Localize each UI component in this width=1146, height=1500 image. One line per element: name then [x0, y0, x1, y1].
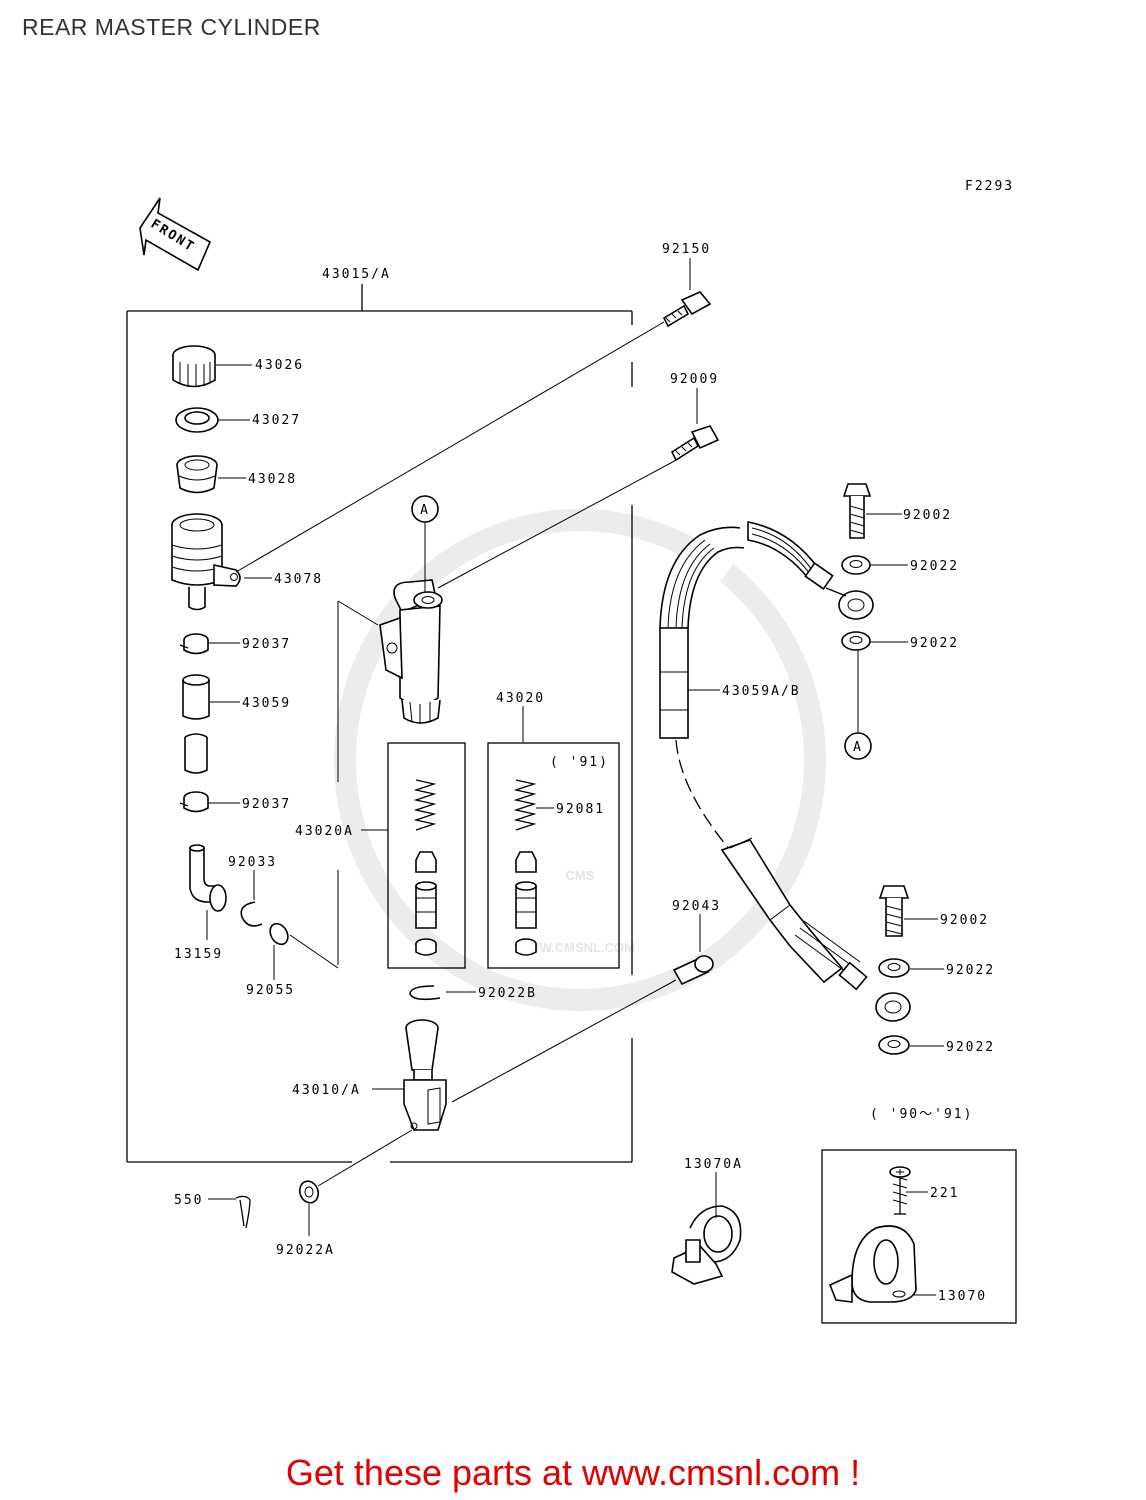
reservoir-cap-icon: [172, 345, 216, 388]
assembly-frame-43015: [126, 284, 633, 1163]
part-label: 92022: [946, 1040, 995, 1055]
svg-text:A: A: [853, 740, 863, 755]
year-note-90-91: ( '90～'91): [870, 1107, 973, 1122]
part-label: 92022A: [276, 1243, 335, 1258]
part-label: 13070A: [684, 1157, 743, 1172]
part-label: 43078: [274, 572, 323, 587]
part-label: 92022B: [478, 986, 537, 1001]
callout-a-hose: A: [844, 732, 872, 760]
circlip-icon: [240, 901, 263, 927]
diaphragm-icon: [176, 455, 218, 494]
hose-clamp-13070A-icon: [671, 1205, 742, 1285]
part-label: 92043: [672, 899, 721, 914]
part-label: 43059A/B: [722, 684, 801, 699]
push-rod-icon: [403, 1019, 447, 1131]
part-label: 92022: [910, 636, 959, 651]
reservoir-hose-icon: [182, 674, 210, 774]
part-label: 92022: [946, 963, 995, 978]
kit-box-13070: [821, 1149, 1017, 1324]
leader-lines: [206, 258, 944, 1296]
washer-bottom-2-icon: [878, 1035, 910, 1055]
snap-ring-icon: [409, 985, 441, 1001]
spring-kit-43020A-icon: [413, 779, 437, 956]
part-label: 92081: [556, 802, 605, 817]
part-label: 43010/A: [292, 1083, 361, 1098]
part-label: 43028: [248, 472, 297, 487]
part-label: 92002: [903, 508, 952, 523]
part-label: 13070: [938, 1289, 987, 1304]
clevis-pin-icon: [672, 955, 714, 986]
spring-kit-43020-icon: [513, 779, 537, 956]
svg-text:A: A: [420, 503, 430, 518]
part-label: 92037: [242, 797, 291, 812]
figure-code: F2293: [965, 179, 1014, 194]
part-label: 43026: [255, 358, 304, 373]
part-labels: 43015/A 92150 43026 92009 43027 43028 92…: [174, 242, 995, 1304]
hose-clamp-top-icon: [179, 633, 209, 655]
part-label: 550: [174, 1193, 203, 1208]
callout-a-cylinder: A: [411, 495, 439, 523]
washer-top-2-icon: [841, 631, 871, 651]
part-label: 43015/A: [322, 267, 391, 282]
page-title: REAR MASTER CYLINDER: [22, 14, 321, 40]
watermark: CMS WWW.CMSNL.COM: [334, 509, 826, 1011]
part-label: 43020: [496, 691, 545, 706]
kit-box-43020A: [387, 742, 466, 969]
part-label: 92055: [246, 983, 295, 998]
washer-bottom-1-icon: [878, 958, 910, 978]
part-label: 43027: [252, 413, 301, 428]
brake-hose-icon: [659, 521, 911, 1022]
part-label: 92037: [242, 637, 291, 652]
part-label: 92002: [940, 913, 989, 928]
part-label: 92022: [910, 559, 959, 574]
washer-top-1-icon: [841, 555, 871, 575]
diaphragm-plate-icon: [175, 407, 219, 433]
kit-box-43020: [487, 742, 620, 969]
part-label: 43059: [242, 696, 291, 711]
part-label: 221: [930, 1186, 959, 1201]
hose-clamp-bottom-icon: [179, 791, 209, 813]
elbow-fitting-icon: [189, 844, 227, 912]
front-arrow-icon: FRONT: [139, 197, 212, 272]
banjo-bolt-bottom-icon: [878, 885, 910, 937]
watermark-text: WWW.CMSNL.COM: [515, 940, 635, 955]
part-label: 13159: [174, 947, 223, 962]
bolt-92150-icon: [662, 291, 712, 328]
part-label: 92033: [228, 855, 277, 870]
cotter-pin-icon: [235, 1195, 251, 1229]
svg-text:CMS: CMS: [566, 868, 595, 883]
master-cylinder-body-icon: [379, 579, 443, 724]
year-note-91: ( '91): [550, 755, 609, 770]
part-label: 92150: [662, 242, 711, 257]
reservoir-icon: [171, 513, 241, 611]
bolt-92009-icon: [670, 425, 720, 462]
part-label: 43020A: [295, 824, 354, 839]
banjo-bolt-top-icon: [842, 483, 872, 539]
washer-92022A-icon: [298, 1180, 320, 1204]
hose-bracket-icon: [828, 1166, 917, 1303]
o-ring-icon: [269, 922, 289, 946]
part-label: 92009: [670, 372, 719, 387]
footer-parts-link[interactable]: Get these parts at www.cmsnl.com !: [285, 1452, 861, 1493]
